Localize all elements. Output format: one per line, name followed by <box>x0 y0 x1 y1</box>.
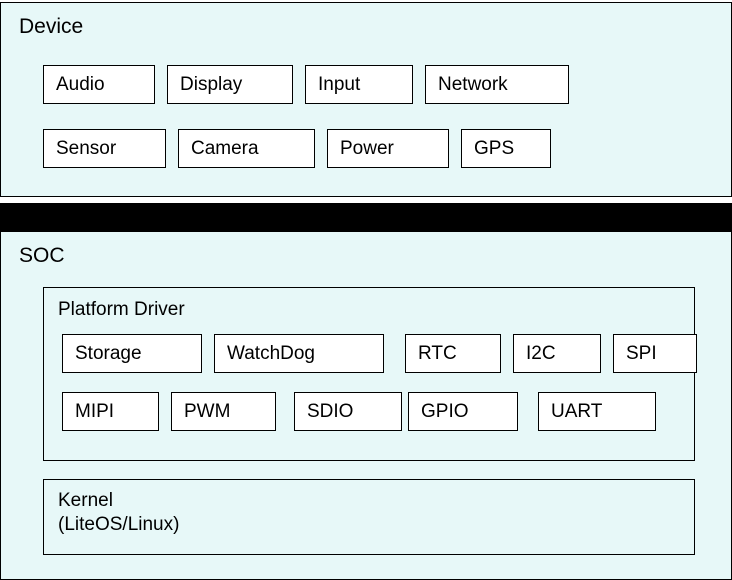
device-box-display-label: Display <box>180 73 243 95</box>
platform-driver-group: Platform Driver Storage WatchDog RTC I2C… <box>43 287 697 461</box>
platform-box-gpio-label: GPIO <box>421 400 469 422</box>
device-box-power[interactable]: Power <box>327 129 449 168</box>
platform-box-spi-label: SPI <box>626 342 657 364</box>
platform-box-gpio[interactable]: GPIO <box>408 392 518 431</box>
device-box-sensor[interactable]: Sensor <box>43 129 166 168</box>
section-divider-bar <box>0 203 732 231</box>
platform-box-sdio-label: SDIO <box>307 400 354 422</box>
platform-box-watchdog[interactable]: WatchDog <box>214 334 384 373</box>
platform-box-storage[interactable]: Storage <box>62 334 202 373</box>
device-box-audio-label: Audio <box>56 73 105 95</box>
platform-box-pwm-label: PWM <box>184 400 231 422</box>
device-box-camera[interactable]: Camera <box>178 129 315 168</box>
device-box-network-label: Network <box>438 73 508 95</box>
soc-panel: SOC Platform Driver Storage WatchDog RTC… <box>0 231 732 580</box>
platform-box-uart[interactable]: UART <box>538 392 656 431</box>
platform-box-i2c[interactable]: I2C <box>513 334 601 373</box>
device-panel-title: Device <box>19 15 84 38</box>
platform-box-rtc[interactable]: RTC <box>405 334 501 373</box>
device-box-input-label: Input <box>318 73 361 95</box>
device-box-power-label: Power <box>340 137 394 159</box>
platform-box-watchdog-label: WatchDog <box>227 342 315 364</box>
device-panel: Device Audio Display Input Network Senso… <box>0 2 732 197</box>
kernel-title: Kernel (LiteOS/Linux) <box>58 490 180 535</box>
kernel-group: Kernel (LiteOS/Linux) <box>43 479 695 555</box>
device-box-network[interactable]: Network <box>425 65 569 104</box>
device-box-sensor-label: Sensor <box>56 137 117 159</box>
platform-box-storage-label: Storage <box>75 342 142 364</box>
platform-box-mipi-label: MIPI <box>75 400 115 422</box>
platform-box-mipi[interactable]: MIPI <box>62 392 159 431</box>
device-box-display[interactable]: Display <box>167 65 293 104</box>
device-box-audio[interactable]: Audio <box>43 65 155 104</box>
device-box-gps-label: GPS <box>474 137 515 159</box>
platform-box-uart-label: UART <box>551 400 603 422</box>
soc-panel-title: SOC <box>19 244 65 267</box>
device-box-camera-label: Camera <box>191 137 259 159</box>
device-box-input[interactable]: Input <box>305 65 413 104</box>
platform-box-sdio[interactable]: SDIO <box>294 392 402 431</box>
platform-driver-title: Platform Driver <box>58 299 185 320</box>
platform-box-spi[interactable]: SPI <box>613 334 697 373</box>
platform-box-i2c-label: I2C <box>526 342 556 364</box>
platform-box-pwm[interactable]: PWM <box>171 392 276 431</box>
device-box-gps[interactable]: GPS <box>461 129 551 168</box>
platform-box-rtc-label: RTC <box>418 342 457 364</box>
